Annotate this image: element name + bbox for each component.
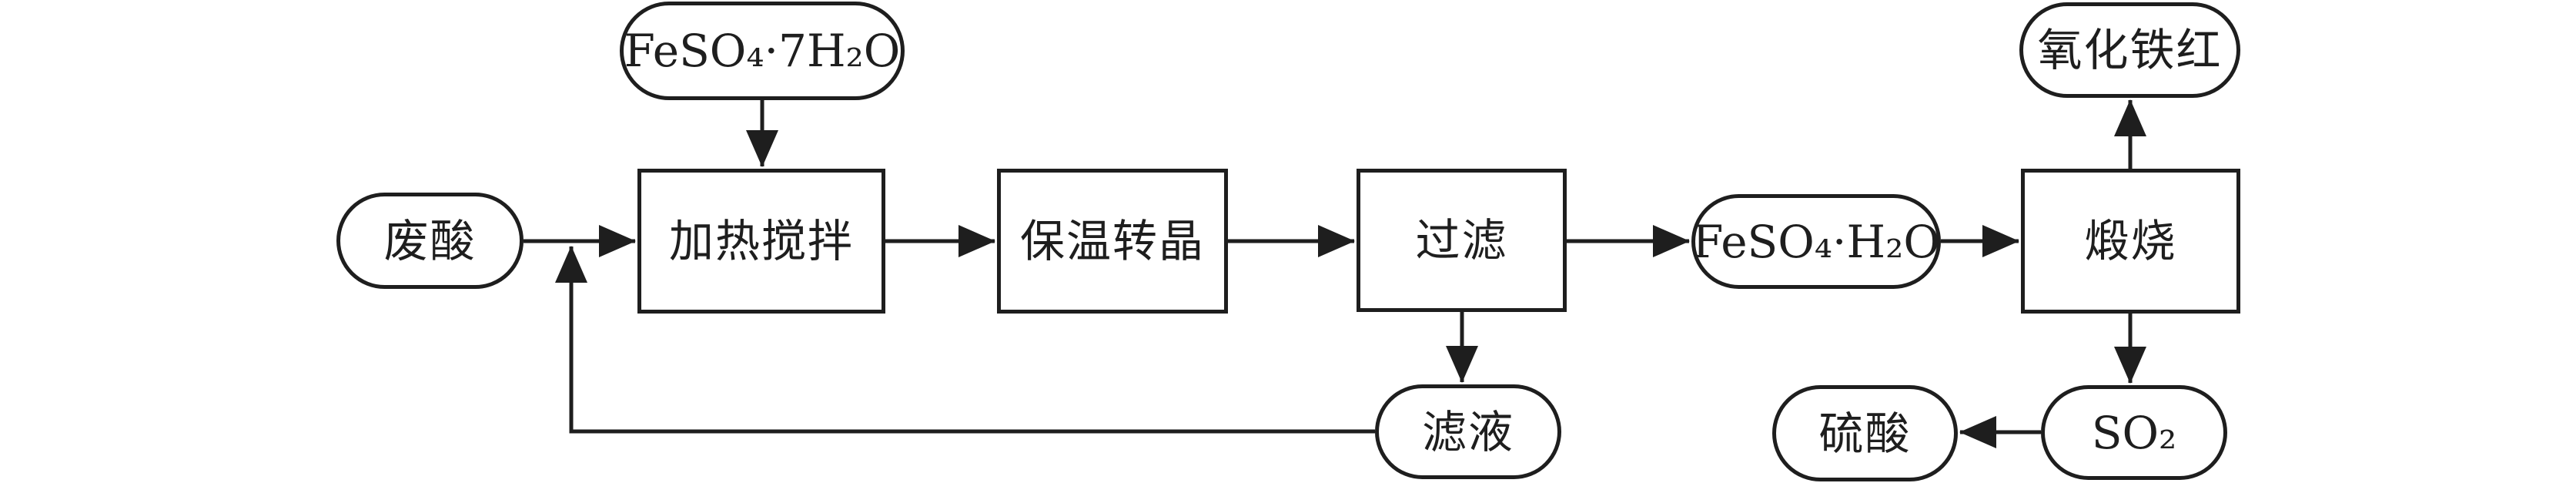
node-so2: SO₂ — [2041, 385, 2227, 480]
node-feso4-h2o: FeSO₄·H₂O — [1691, 194, 1941, 289]
node-filter: 过滤 — [1357, 169, 1567, 312]
arrow-filtrate-recycle-to-heat-stir — [555, 246, 1375, 434]
node-calcine: 煅烧 — [2021, 169, 2240, 314]
node-insulate-crystal: 保温转晶 — [997, 169, 1228, 314]
node-waste-acid: 废酸 — [336, 193, 524, 289]
node-heat-stir: 加热搅拌 — [637, 169, 885, 314]
node-feso4-7h2o: FeSO₄·7H₂O — [620, 2, 905, 100]
node-iron-oxide-red: 氧化铁红 — [2019, 2, 2240, 98]
node-filtrate: 滤液 — [1375, 384, 1561, 479]
node-sulfuric-acid: 硫酸 — [1772, 385, 1958, 481]
